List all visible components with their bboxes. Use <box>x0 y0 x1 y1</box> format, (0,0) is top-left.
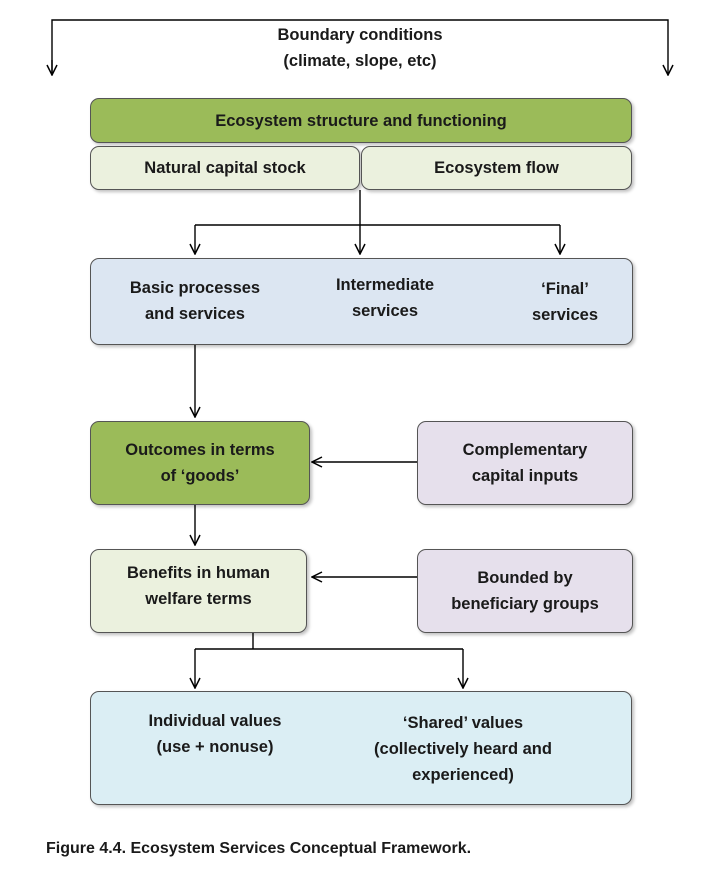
outcomes-box: Outcomes in terms of ‘goods’ <box>90 421 310 505</box>
individual-values-line-1: Individual values <box>148 712 282 730</box>
individual-values-line-2: (use + nonuse) <box>156 738 274 756</box>
outcomes-line-1: Outcomes in terms <box>125 441 275 459</box>
intermediate-services-line-1: Intermediate <box>335 276 435 294</box>
ecosystem-structure-label: Ecosystem structure and functioning <box>215 111 507 130</box>
bounded-groups-box: Bounded by beneficiary groups <box>417 549 633 633</box>
ecosystem-flow-box: Ecosystem flow <box>361 146 632 190</box>
basic-services-label: Basic processes and services <box>100 275 290 327</box>
basic-services-line-1: Basic processes <box>129 279 261 297</box>
boundary-conditions-label: Boundary conditions (climate, slope, etc… <box>210 22 510 74</box>
outcomes-line-2: of ‘goods’ <box>160 467 240 485</box>
boundary-line-1: Boundary conditions <box>277 26 443 44</box>
shared-values-line-2: (collectively heard and <box>374 740 552 758</box>
intermediate-services-label: Intermediate services <box>300 272 470 324</box>
intermediate-services-line-2: services <box>351 302 419 320</box>
figure-caption: Figure 4.4. Ecosystem Services Conceptua… <box>46 840 472 857</box>
services-box <box>90 258 633 345</box>
values-box <box>90 691 632 805</box>
shared-values-label: ‘Shared’ values (collectively heard and … <box>340 710 586 788</box>
shared-values-line-3: experienced) <box>412 766 514 784</box>
bounded-line-2: beneficiary groups <box>451 595 599 613</box>
ecosystem-structure-box: Ecosystem structure and functioning <box>90 98 632 143</box>
individual-values-label: Individual values (use + nonuse) <box>110 708 320 760</box>
bounded-line-1: Bounded by <box>477 569 573 587</box>
basic-services-line-2: and services <box>145 305 245 323</box>
final-services-label: ‘Final’ services <box>500 276 630 328</box>
ecosystem-flow-label: Ecosystem flow <box>434 159 559 177</box>
natural-capital-label: Natural capital stock <box>144 159 306 177</box>
benefits-line-1: Benefits in human <box>126 564 270 582</box>
benefits-box: Benefits in human welfare terms <box>90 549 307 633</box>
complementary-inputs-box: Complementary capital inputs <box>417 421 633 505</box>
complementary-line-1: Complementary <box>462 441 588 459</box>
benefits-line-2: welfare terms <box>145 590 252 608</box>
final-services-line-2: services <box>531 306 599 324</box>
boundary-line-2: (climate, slope, etc) <box>283 52 437 70</box>
boundary-bracket-line <box>51 19 668 75</box>
final-services-line-1: ‘Final’ <box>541 280 589 298</box>
shared-values-line-1: ‘Shared’ values <box>402 714 524 732</box>
complementary-line-2: capital inputs <box>471 467 579 485</box>
natural-capital-box: Natural capital stock <box>90 146 360 190</box>
